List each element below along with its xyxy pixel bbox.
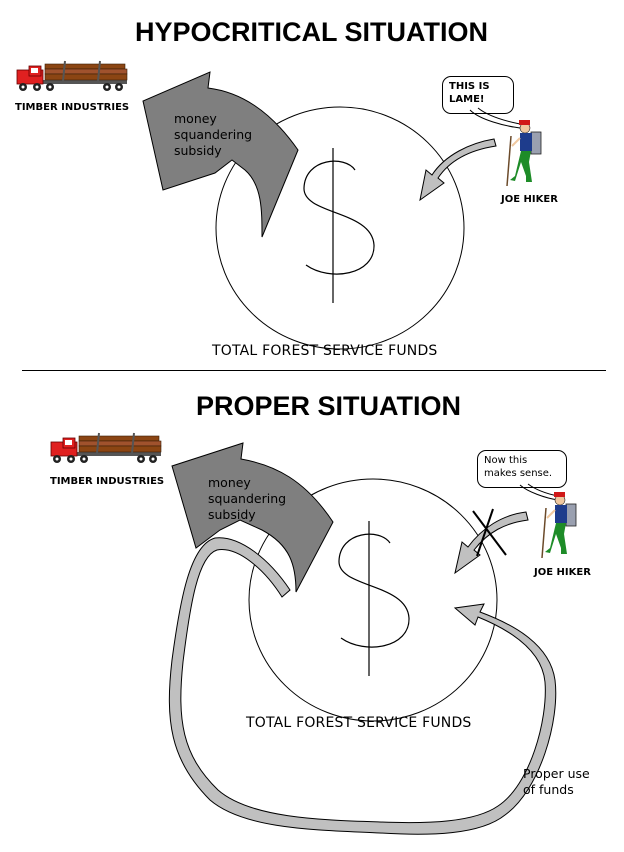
bottom-funds-label: TOTAL FOREST SERVICE FUNDS [246,715,472,731]
top-subsidy-line-2: squandering [174,127,253,142]
top-speech-bubble: THIS IS LAME! [442,76,514,114]
bottom-funds-circle [248,478,498,722]
bottom-subsidy-line-2: squandering [208,491,287,506]
bottom-subsidy-text: money squandering subsidy [208,475,286,523]
proper-use-label: Proper use of funds [523,766,590,798]
top-bubble-line-2: LAME! [449,94,485,105]
top-bubble-line-1: THIS IS [449,81,490,92]
bottom-timber-label: TIMBER INDUSTRIES [50,476,165,487]
bottom-hiker-icon [541,492,577,559]
proper-use-line-1: Proper use [523,766,590,781]
top-dollar-sign-icon [303,148,375,303]
bottom-bubble-line-2: makes sense. [484,468,553,479]
cross-out-icon [472,508,507,557]
bottom-bubble-line-1: Now this [484,455,528,466]
timber-truck-icon [50,432,162,463]
section-divider [22,370,606,371]
top-subsidy-line-1: money [174,111,217,126]
proper-use-line-2: of funds [523,782,574,797]
top-funds-circle [215,106,465,350]
top-hiker-icon [506,120,542,187]
top-hiker-label: JOE HIKER [501,194,558,205]
top-subsidy-text: money squandering subsidy [174,111,252,159]
bottom-speech-bubble: Now this makes sense. [477,450,567,488]
timber-truck-icon [16,60,128,91]
proper-use-loop-arrow [168,537,557,835]
bottom-subsidy-line-1: money [208,475,251,490]
top-title: HYPOCRITICAL SITUATION [135,17,489,47]
bottom-dollar-sign-icon [338,521,410,676]
bottom-title: PROPER SITUATION [196,391,462,421]
top-funds-label: TOTAL FOREST SERVICE FUNDS [212,343,438,359]
bottom-hiker-label: JOE HIKER [534,567,591,578]
top-subsidy-line-3: subsidy [174,143,222,158]
bottom-hiker-arrow [454,511,529,575]
top-timber-label: TIMBER INDUSTRIES [15,102,130,113]
bottom-subsidy-line-3: subsidy [208,507,256,522]
top-hiker-arrow [419,138,497,202]
